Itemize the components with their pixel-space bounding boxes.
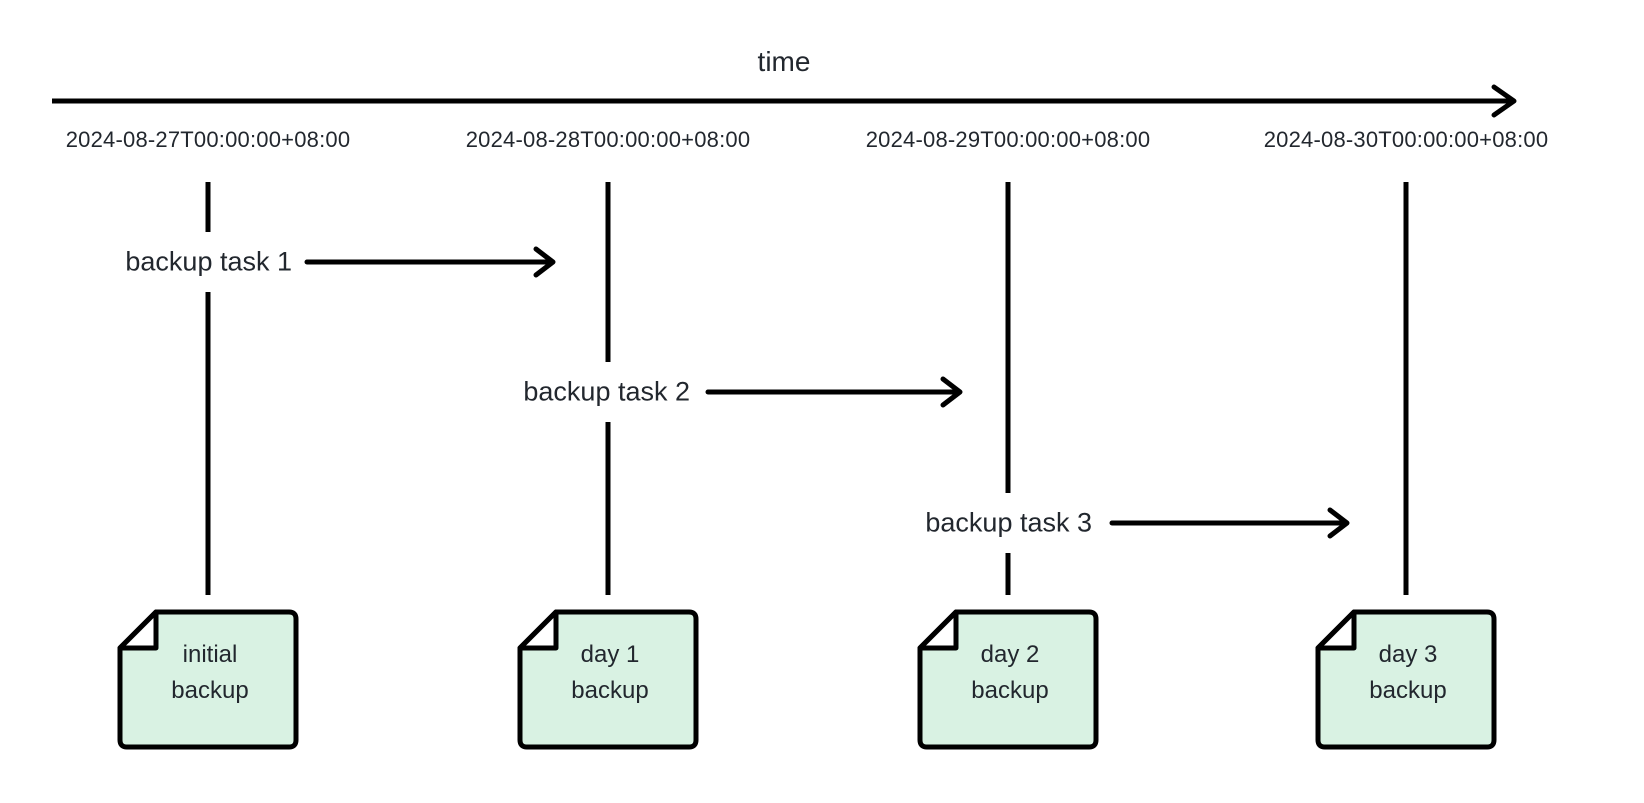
arrow-right-icon: [1491, 84, 1517, 118]
backup-note-label-3: day 2 backup: [971, 637, 1048, 709]
note-line-1: day 1: [580, 641, 640, 668]
timestamp-label-2: 2024-08-28T00:00:00+08:00: [465, 127, 751, 152]
arrow-right-icon: [1327, 507, 1350, 539]
folded-corner-icon: [117, 609, 159, 651]
timestamp-label-4: 2024-08-30T00:00:00+08:00: [1263, 127, 1549, 152]
document-icon: [517, 609, 699, 750]
folded-corner-icon: [917, 609, 959, 651]
task-3-arrow: [1109, 507, 1350, 539]
backup-note-label-4: day 3 backup: [1369, 637, 1446, 709]
note-line-2: backup: [971, 677, 1049, 704]
note-line-2: backup: [571, 677, 649, 704]
note-line-1: day 3: [1378, 641, 1438, 668]
task-1-label: backup task 1: [125, 246, 292, 277]
task-1-arrow: [304, 246, 556, 278]
arrow-right-icon: [940, 376, 963, 408]
backup-note-label-2: day 1 backup: [571, 637, 648, 709]
document-icon: [117, 609, 299, 750]
document-icon: [1315, 609, 1497, 750]
time-axis-title: time: [757, 46, 811, 77]
document-icon: [917, 609, 1099, 750]
task-3-label: backup task 3: [925, 507, 1092, 538]
arrow-right-icon: [533, 246, 556, 278]
folded-corner-icon: [1315, 609, 1357, 651]
note-line-1: initial: [182, 641, 238, 668]
note-line-2: backup: [171, 677, 249, 704]
time-axis: [52, 84, 1517, 118]
note-line-2: backup: [1369, 677, 1447, 704]
task-2-label: backup task 2: [523, 376, 690, 407]
timestamp-label-1: 2024-08-27T00:00:00+08:00: [65, 127, 351, 152]
backup-note-label-1: initial backup: [171, 637, 248, 709]
task-2-arrow: [705, 376, 963, 408]
timestamp-label-3: 2024-08-29T00:00:00+08:00: [865, 127, 1151, 152]
folded-corner-icon: [517, 609, 559, 651]
note-line-1: day 2: [980, 641, 1040, 668]
